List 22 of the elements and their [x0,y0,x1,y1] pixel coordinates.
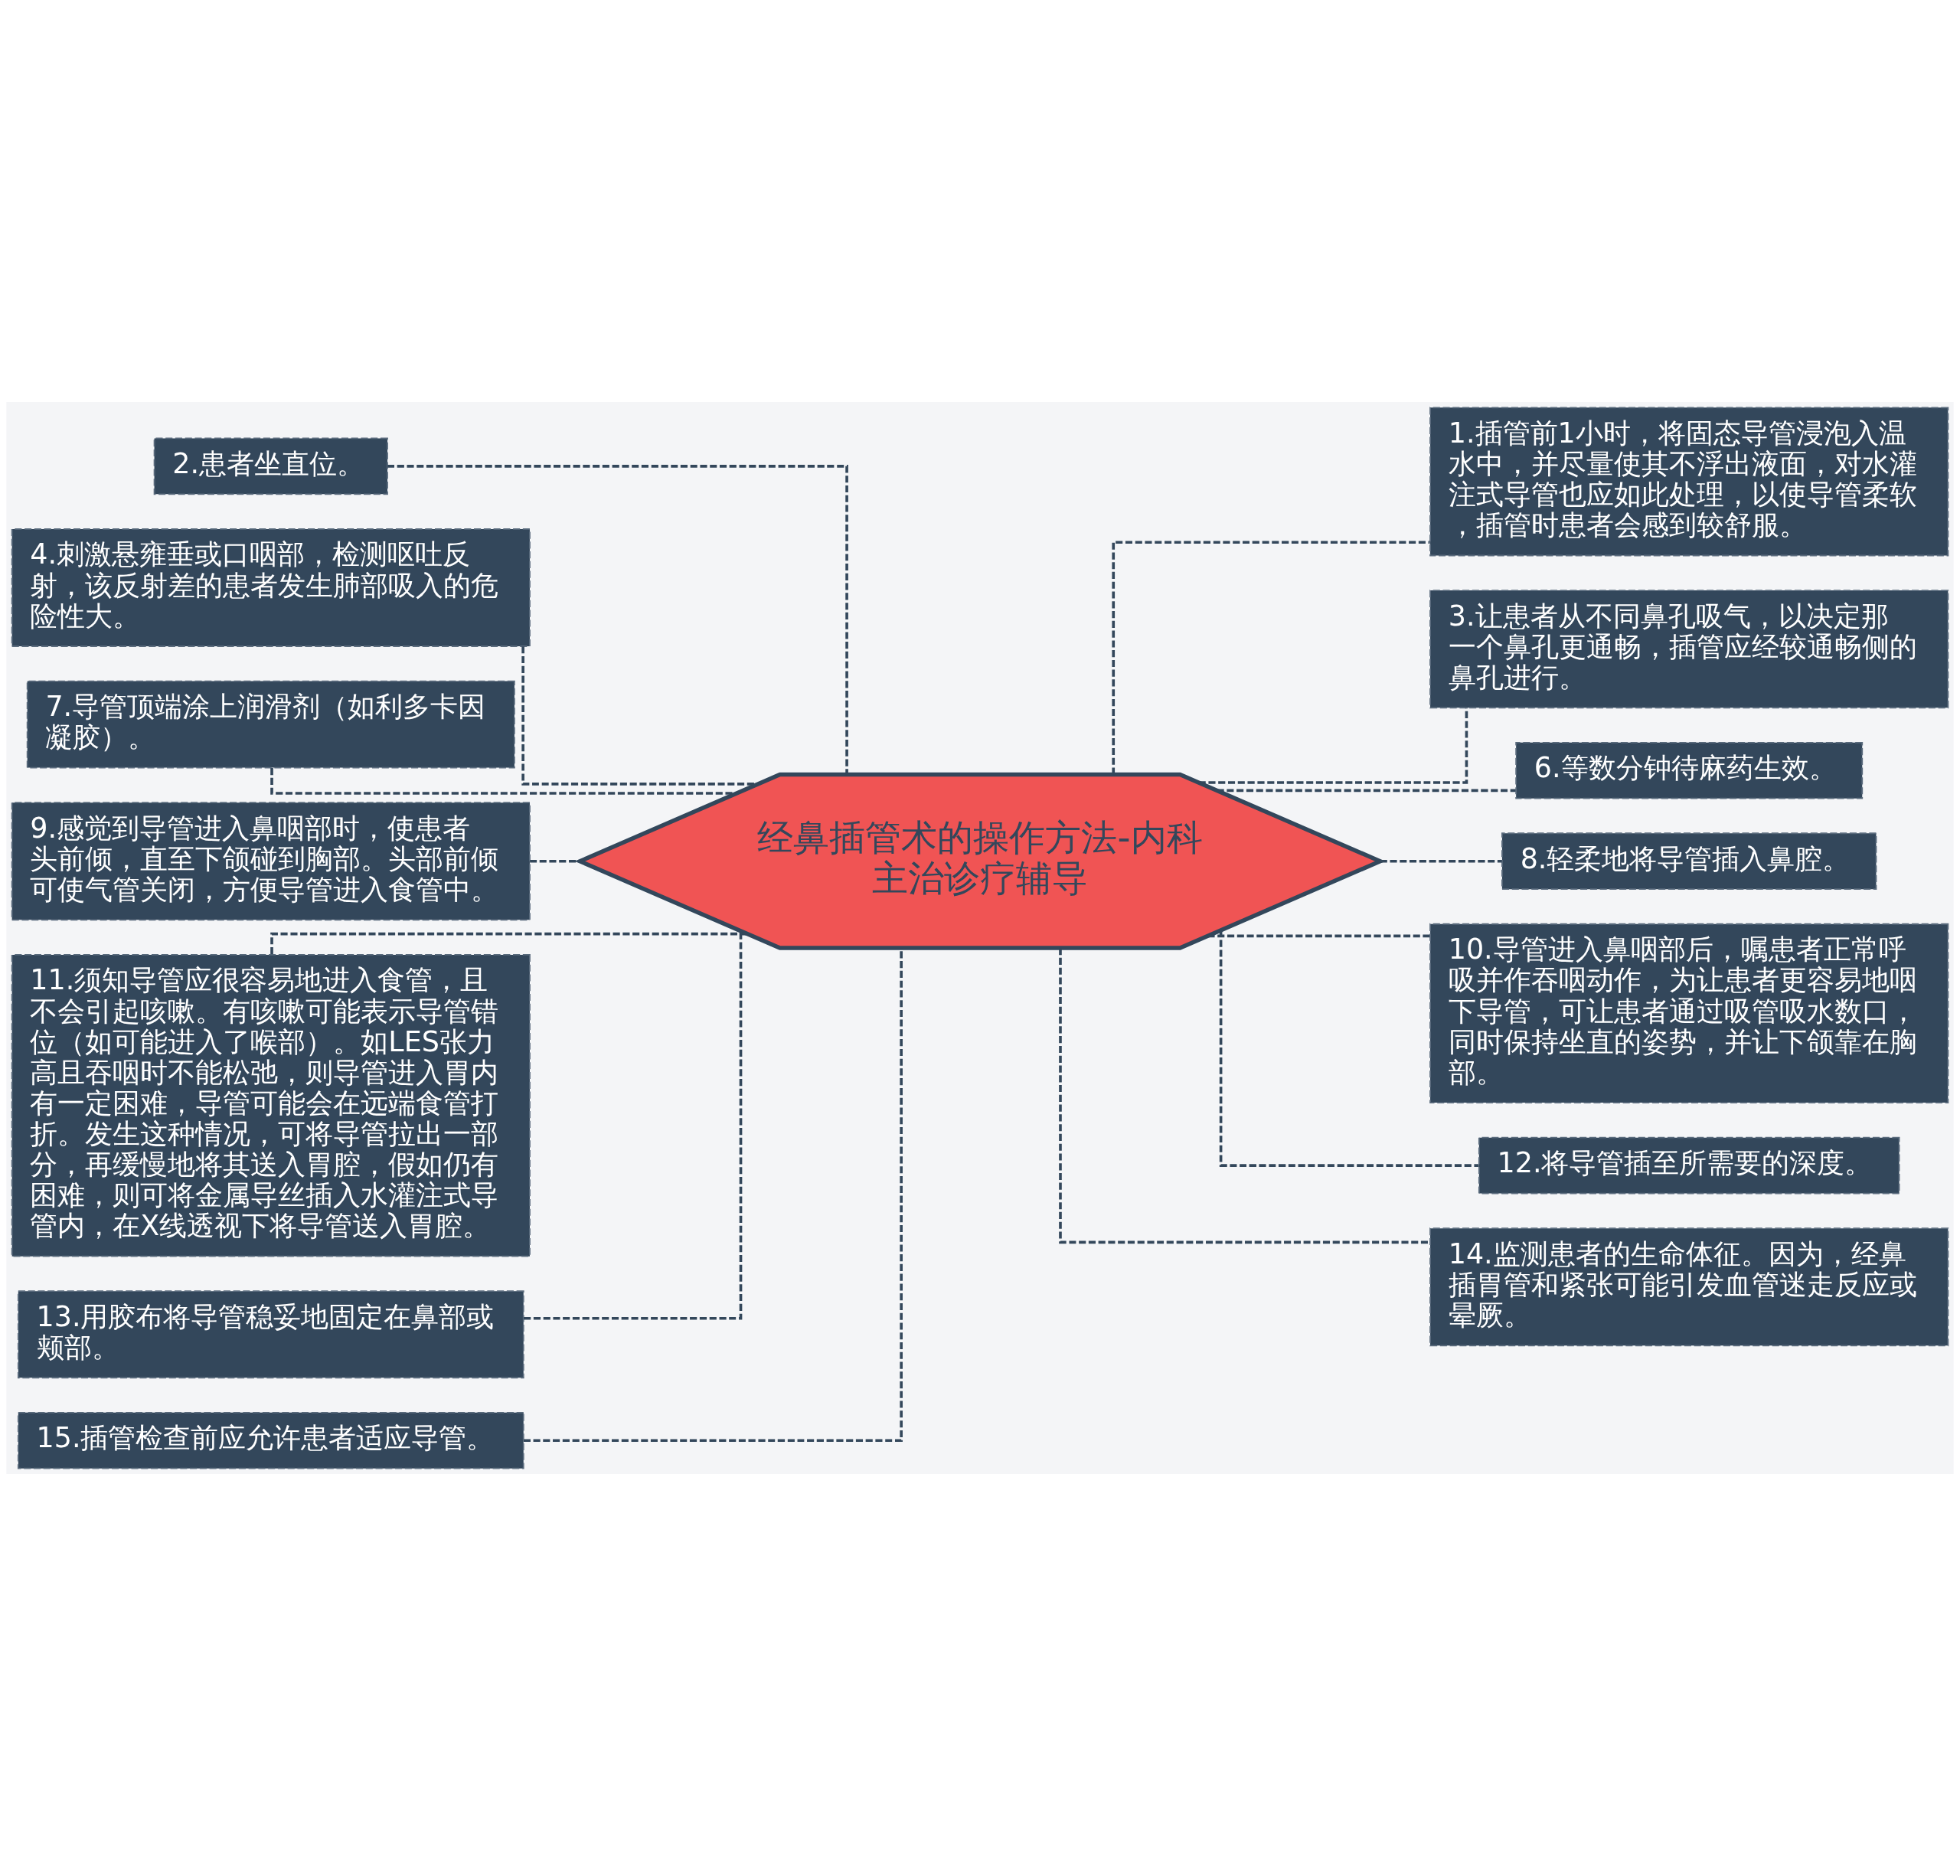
connector [524,931,743,1320]
node-box: 2.患者坐直位。 [153,437,388,495]
node-box: 3.让患者从不同鼻孔吸气，以决定那一个鼻孔更通畅，插管应经较通畅侧的鼻孔进行。 [1429,590,1949,709]
node-box: 9.感觉到导管进入鼻咽部时，使患者头前倾，直至下颌碰到胸部。头部前倾可使气管关闭，方便导管进入食管中。 [11,802,531,921]
node-box: 1.插管前1小时，将固态导管浸泡入温水中，并尽量使其不浮出液面，对水灌注式导管也应如此处理，以使导管柔软，插管时患者会感到较舒服。 [1429,407,1949,557]
node-box: 4.刺激悬雍垂或口咽部，检测呕吐反射，该反射差的患者发生肺部吸入的危险性大。 [11,528,531,647]
node-box: 14.监测患者的生命体征。因为，经鼻插胃管和紧张可能引发血管迷走反应或晕厥。 [1429,1227,1949,1347]
node-box: 7.导管顶端涂上润滑剂（如利多卡因凝胶）。 [26,680,515,769]
node-box: 11.须知导管应很容易地进入食管，且不会引起咳嗽。有咳嗽可能表示导管错位（如可能进入了喉部）。如LES张力高且吞咽时不能松弛，则导管进入胃内有一定困难，导管可能会在远端食管打折。发生这种情况，可将导管拉出一部分，再缓慢地将其送入胃腔，假如仍有困难，则可将金属导丝插入水灌注式导管内，在X线透视下将导管送入胃腔。 [11,953,531,1257]
node-box: 8.轻柔地将导管插入鼻腔。 [1501,832,1877,891]
node-box: 12.将导管插至所需要的深度。 [1478,1136,1900,1195]
connector [1380,859,1502,863]
connector [1112,541,1430,775]
connector [530,859,580,863]
node-box: 6.等数分钟待麻药生效。 [1515,741,1864,799]
connector [1219,930,1479,1167]
connector [1217,789,1516,793]
connector [387,465,848,775]
node-box: 13.用胶布将导管稳妥地固定在鼻部或颊部。 [17,1290,524,1379]
node-box: 10.导管进入鼻咽部后，嘱患者正常呼吸并作吞咽动作，为让患者更容易地咽下导管，可让患者通过吸管吸水数口，同时保持坐直的姿势，并让下颌靠在胸部。 [1429,923,1949,1103]
node-box: 15.插管检查前应允许患者适应导管。 [17,1411,524,1469]
connector [1207,934,1430,938]
